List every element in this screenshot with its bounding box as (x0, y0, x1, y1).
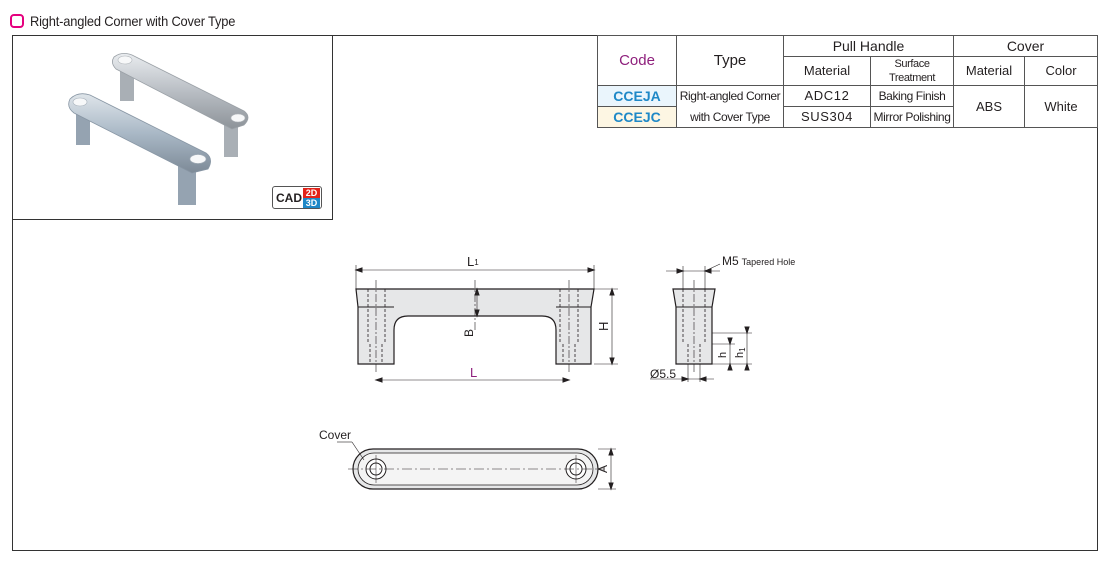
header-material: Material (783, 56, 871, 86)
row-surface-c: Mirror Polishing (870, 106, 954, 128)
side-view (650, 263, 752, 382)
spec-table: Code Type Pull Handle Cover Material Sur… (597, 35, 1098, 128)
dim-B: B (462, 329, 476, 337)
front-view (354, 265, 618, 383)
label-cover: Cover (319, 428, 351, 442)
header-code: Code (597, 35, 677, 86)
dim-L1: L1 (467, 254, 479, 269)
cad-badge[interactable]: CAD 2D 3D (272, 186, 322, 209)
row-code-ccejc: CCEJC (597, 106, 677, 128)
header-surface-treatment: Surface Treatment (870, 56, 954, 86)
dim-L: L (470, 365, 477, 380)
cad-dims: 2D 3D (303, 187, 320, 208)
product-photo (68, 53, 249, 205)
dim-H: H (596, 322, 611, 331)
dim-h1: h1 (734, 347, 747, 358)
content-frame (12, 35, 1098, 551)
section-title: Right-angled Corner with Cover Type (30, 13, 236, 29)
pink-rounded-square-icon (10, 14, 24, 28)
handle-front (68, 93, 211, 205)
cover-color: White (1024, 85, 1098, 128)
dim-h: h (717, 352, 729, 358)
dim-A: A (596, 465, 610, 473)
row-type-line2: with Cover Type (676, 106, 784, 128)
header-type: Type (676, 35, 784, 86)
product-photo-panel (12, 35, 333, 220)
cover-material: ABS (953, 85, 1025, 128)
cad-label: CAD (276, 190, 302, 205)
dim-diameter: Ø5.5 (650, 367, 676, 381)
row-material-a: ADC12 (783, 85, 871, 107)
cad-3d-label: 3D (303, 197, 320, 208)
cad-2d-label: 2D (303, 187, 320, 198)
handle-back (112, 53, 249, 157)
row-material-c: SUS304 (783, 106, 871, 128)
section-header: Right-angled Corner with Cover Type (10, 12, 253, 30)
row-type-line1: Right-angled Corner (676, 85, 784, 107)
row-code-ccejA: CCEJA (597, 85, 677, 107)
header-cover: Cover (953, 35, 1098, 57)
top-view (337, 441, 616, 491)
